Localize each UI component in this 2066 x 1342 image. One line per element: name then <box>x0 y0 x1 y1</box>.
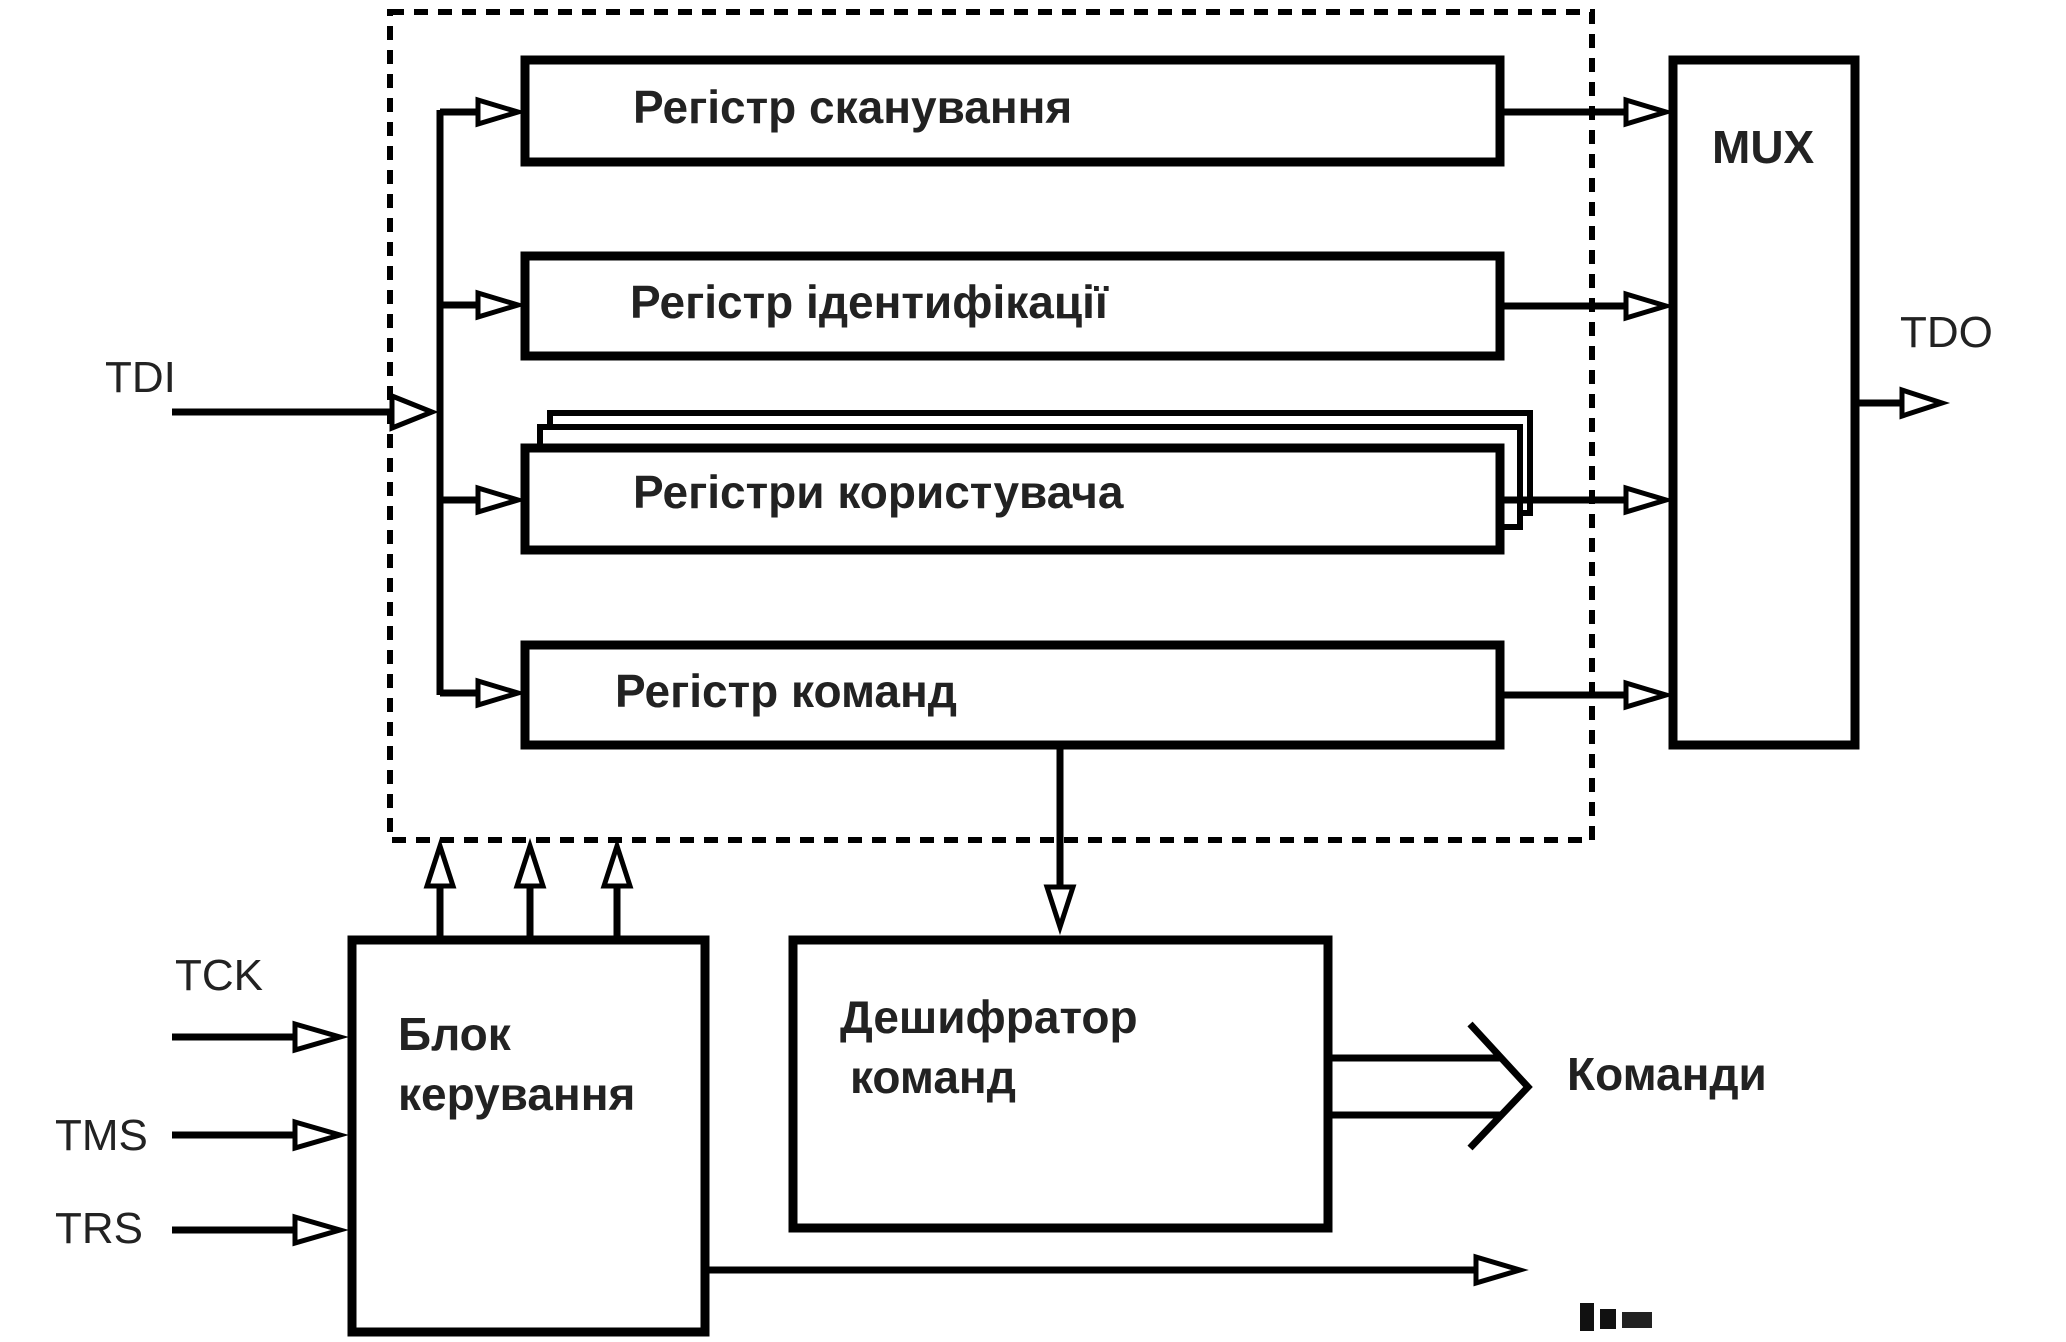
decoder-label-line2: команд <box>850 1051 1016 1103</box>
scan-artifact-mark <box>1580 1303 1652 1331</box>
control-unit-label-line2: керування <box>398 1068 635 1120</box>
command-register-block <box>520 640 1505 750</box>
decoder-block <box>788 935 1333 1233</box>
control-unit-label-line1: Блок <box>398 1008 512 1060</box>
control-output-arrow <box>1473 1253 1529 1287</box>
mux-input-arrow-4 <box>1623 679 1675 711</box>
ident-input-arrow <box>475 289 527 321</box>
tdo-label: TDO <box>1900 308 1993 357</box>
ident-register-label: Регістр ідентифікації <box>630 276 1109 328</box>
control-up-arrow-3 <box>600 837 634 889</box>
commands-bus-arrowhead <box>1467 1021 1533 1151</box>
scan-register-block <box>520 55 1505 167</box>
command-input-arrow <box>475 677 527 709</box>
mux-input-arrow-3 <box>1623 484 1675 516</box>
trs-arrow <box>292 1213 350 1247</box>
mux-block <box>1668 55 1860 750</box>
tms-arrow <box>292 1118 350 1152</box>
mux-label: MUX <box>1712 121 1815 173</box>
control-up-arrow-1 <box>423 837 457 889</box>
decoder-input-arrow <box>1043 884 1077 936</box>
tdo-arrow <box>1899 386 1951 420</box>
scan-input-arrow <box>475 96 527 128</box>
user-register-label: Регістри користувача <box>633 466 1124 518</box>
tck-label: TCK <box>175 951 263 1000</box>
commands-output-label: Команди <box>1567 1048 1767 1100</box>
decoder-label-line1: Дешифратор <box>840 991 1138 1043</box>
tdi-label: TDI <box>105 353 176 402</box>
control-unit-block <box>347 935 710 1337</box>
trs-label: TRS <box>55 1204 143 1253</box>
user-register-block <box>520 443 1505 555</box>
tms-label: TMS <box>55 1111 148 1160</box>
control-up-arrow-2 <box>513 837 547 889</box>
tdi-arrow <box>389 392 439 432</box>
mux-input-arrow-1 <box>1623 96 1675 128</box>
command-register-label: Регістр команд <box>615 665 957 717</box>
tck-arrow <box>292 1020 350 1054</box>
scan-register-label: Регістр сканування <box>633 81 1072 133</box>
user-input-arrow <box>475 484 527 516</box>
register-group-boundary <box>387 9 1595 843</box>
ident-register-block <box>520 251 1505 361</box>
mux-input-arrow-2 <box>1623 290 1675 322</box>
